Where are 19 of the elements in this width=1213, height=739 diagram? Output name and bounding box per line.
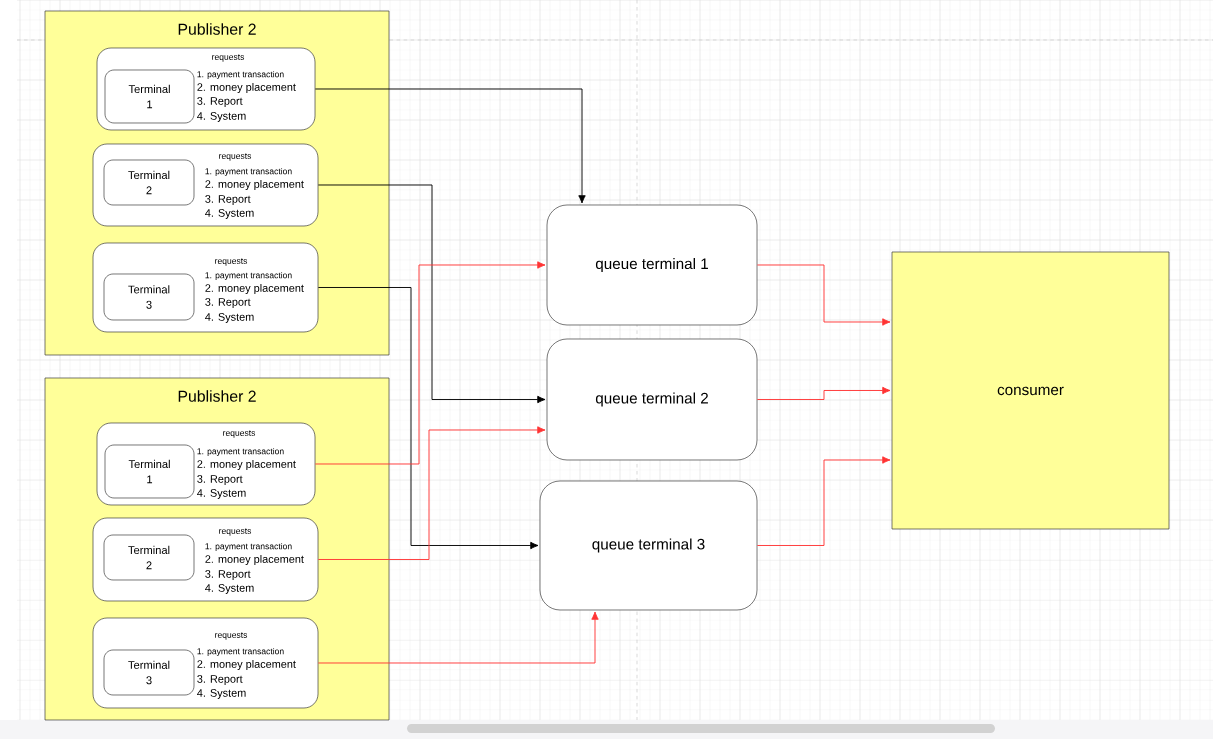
arrow <box>317 287 539 550</box>
terminal-box: Terminal 1 <box>104 444 195 499</box>
arrow <box>317 426 546 560</box>
queue-box: queue terminal 2 <box>546 338 758 461</box>
arrow <box>756 264 891 326</box>
arrow <box>317 611 599 664</box>
queue-box: queue terminal 1 <box>546 204 758 326</box>
queue-box: queue terminal 3 <box>539 480 758 611</box>
arrow <box>317 184 546 404</box>
arrow <box>756 386 891 400</box>
arrow <box>756 456 891 546</box>
consumer-box: consumer <box>891 251 1170 530</box>
terminal-box: Terminal 3 <box>103 273 195 321</box>
arrow <box>314 261 546 465</box>
terminal-box: Terminal 3 <box>103 649 195 696</box>
terminal-box: Terminal 1 <box>104 69 195 124</box>
arrow <box>314 88 586 204</box>
terminal-box: Terminal 2 <box>103 159 195 206</box>
terminal-box: Terminal 2 <box>103 534 195 581</box>
